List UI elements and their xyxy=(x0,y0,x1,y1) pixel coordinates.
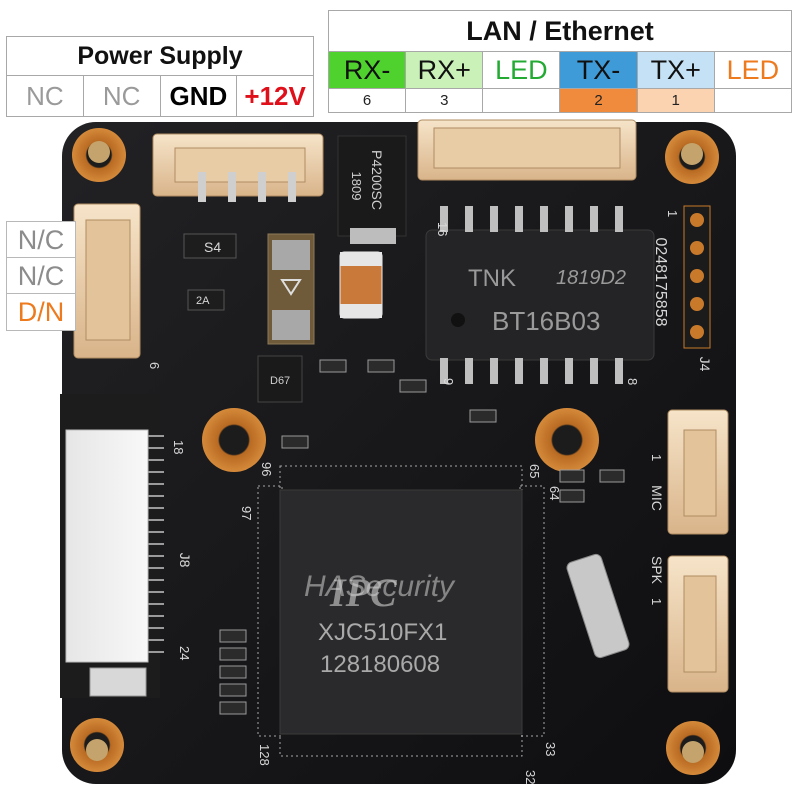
soc-code: 128180608 xyxy=(320,651,440,678)
pin-18: 18 xyxy=(171,440,186,454)
mounting-hole-top-left xyxy=(72,128,126,182)
soc-chip: IPC XJC510FX1 128180608 xyxy=(257,465,545,757)
mosfet: P4200SC 1809 xyxy=(337,135,407,244)
side-pin-label: D/N xyxy=(6,293,76,331)
pin-33: 33 xyxy=(543,742,558,756)
pin-1: 1 xyxy=(665,210,680,217)
side-pin-label: N/C xyxy=(6,221,76,259)
mic-connector xyxy=(667,409,729,535)
transformer-brand: TNK xyxy=(468,265,516,292)
power-pin-label: NC xyxy=(6,75,84,117)
lan-pin-number xyxy=(482,88,561,113)
mounting-hole-top-right xyxy=(665,130,719,184)
watermark: HASecurity xyxy=(304,570,456,603)
lan-signal-label: LED xyxy=(482,51,561,89)
j8-pins xyxy=(148,435,164,653)
lan-signal-label: LED xyxy=(713,51,793,89)
lan-signal-label: TX+ xyxy=(636,51,715,89)
small-ic: D67 xyxy=(257,355,303,403)
pin-24: 24 xyxy=(177,646,192,660)
pin-spk-1: 1 xyxy=(649,598,664,605)
passive-components xyxy=(219,359,625,715)
lan-pin-number xyxy=(713,88,793,113)
small-ic-mark: D67 xyxy=(270,375,290,387)
transformer-pins-top xyxy=(440,206,623,232)
pin-9: 9 xyxy=(441,378,456,385)
mosfet-code: P4200SC xyxy=(369,150,385,210)
pin-6: 6 xyxy=(147,362,162,369)
power-diode xyxy=(267,233,315,345)
lan-signal-label: RX+ xyxy=(405,51,484,89)
power-pin-label: NC xyxy=(82,75,161,117)
lan-pin-number: 6 xyxy=(327,88,407,113)
power-pin-label: GND xyxy=(159,75,238,117)
ref-mic: MIC xyxy=(649,485,665,511)
tantalum-capacitor xyxy=(339,251,383,319)
crystal xyxy=(566,553,630,659)
mounting-hole-bottom-right xyxy=(666,721,720,775)
pin-128: 128 xyxy=(257,744,272,766)
mounting-hole-bottom-left xyxy=(70,718,124,772)
pin-32: 32 xyxy=(523,770,538,784)
power-connector xyxy=(152,133,324,202)
lan-connector xyxy=(417,119,637,181)
power-supply-title: Power Supply xyxy=(6,36,314,76)
soc-model: XJC510FX1 xyxy=(318,619,447,646)
ref-j4: J4 xyxy=(697,357,713,372)
pin-8: 8 xyxy=(625,378,640,385)
lan-title: LAN / Ethernet xyxy=(328,10,792,52)
transformer-pins-bottom xyxy=(440,358,623,384)
spk-connector xyxy=(667,555,729,693)
pin-64: 64 xyxy=(547,486,562,500)
soc-logo: IPC xyxy=(329,570,398,615)
side-connector xyxy=(73,203,141,359)
diode-mark: 2A xyxy=(196,295,210,307)
regulator-mark: S4 xyxy=(204,239,221,255)
pcb-code: 0248175858 xyxy=(652,238,669,327)
power-pin-label: +12V xyxy=(236,75,314,117)
j8-fpc-connector xyxy=(60,394,164,698)
ethernet-transformer: TNK 1819D2 BT16B03 xyxy=(425,206,655,384)
silkscreen-labels: 16 1 8 9 6 18 96 97 65 64 24 128 32 33 1… xyxy=(147,210,680,784)
lan-pin-number: 1 xyxy=(636,88,715,113)
pin-97: 97 xyxy=(239,506,254,520)
j4-header xyxy=(683,205,711,349)
side-pin-label: N/C xyxy=(6,257,76,295)
pin-65: 65 xyxy=(527,464,542,478)
mosfet-date: 1809 xyxy=(349,172,364,201)
mounting-pad-right xyxy=(535,408,599,472)
mounting-pad-left xyxy=(202,408,266,472)
pin-16: 16 xyxy=(435,222,450,236)
ref-j8: J8 xyxy=(177,553,193,568)
diode-small: 2A xyxy=(187,289,225,311)
lan-signal-label: TX- xyxy=(559,51,638,89)
lan-pin-number: 2 xyxy=(559,88,638,113)
lan-signal-label: RX- xyxy=(327,51,407,89)
regulator: S4 xyxy=(183,233,237,259)
pin-mic-1: 1 xyxy=(649,454,664,461)
ref-spk: SPK xyxy=(649,556,665,585)
lan-pin-number: 3 xyxy=(405,88,484,113)
transformer-part: BT16B03 xyxy=(492,306,600,336)
transformer-date: 1819D2 xyxy=(556,267,626,289)
pin-96: 96 xyxy=(259,462,274,476)
